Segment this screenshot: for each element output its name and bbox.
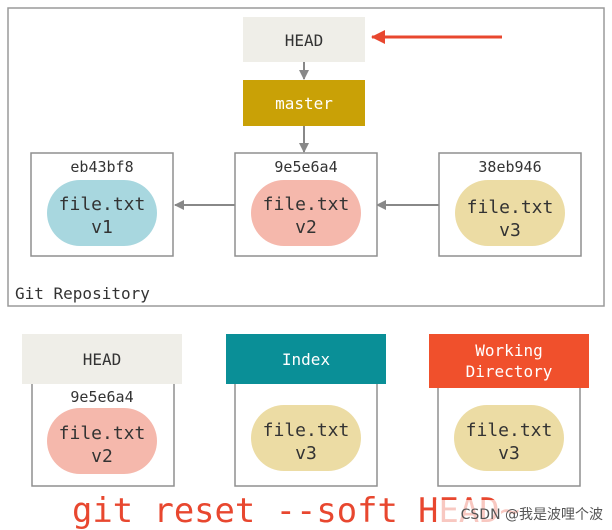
master-branch-label: master xyxy=(275,94,333,113)
working-tree-title-line1: Working xyxy=(475,341,542,360)
head-tree-header xyxy=(22,334,182,384)
index-tree-header xyxy=(226,334,386,384)
watermark-text: CSDN @我是波哩个波 xyxy=(461,507,603,523)
blob-filename: file.txt xyxy=(263,194,350,215)
commit-hash: 9e5e6a4 xyxy=(274,158,337,176)
blob-filename: file.txt xyxy=(59,194,146,215)
working-tree-blob xyxy=(454,405,564,471)
watermark-background xyxy=(436,500,610,526)
blob-v3 xyxy=(455,180,565,246)
head-tree-hash: 9e5e6a4 xyxy=(70,388,133,406)
working-tree-header xyxy=(429,334,589,388)
blob-version: v3 xyxy=(499,220,521,241)
blob-version: v2 xyxy=(295,217,317,238)
blob-version: v2 xyxy=(91,446,113,467)
blob-v2 xyxy=(251,180,361,246)
working-tree-title-line2: Directory xyxy=(466,362,553,381)
blob-filename: file.txt xyxy=(263,420,350,441)
head-tree: HEAD 9e5e6a4 file.txt v2 xyxy=(22,334,182,487)
commit-hash: eb43bf8 xyxy=(70,158,133,176)
commit-9e5e6a4: 9e5e6a4 file.txt v2 xyxy=(234,152,378,257)
index-tree-title: Index xyxy=(282,350,331,369)
blob-filename: file.txt xyxy=(466,420,553,441)
git-repository-frame xyxy=(7,7,605,307)
head-tree-blob xyxy=(47,408,157,474)
head-pointer-box xyxy=(243,17,365,62)
commit-hash: 38eb946 xyxy=(478,158,541,176)
index-tree-blob xyxy=(251,405,361,471)
head-pointer-label: HEAD xyxy=(285,31,324,50)
blob-version: v3 xyxy=(295,443,317,464)
git-repository-label: Git Repository xyxy=(15,284,150,303)
blob-v1 xyxy=(47,180,157,246)
head-tree-title: HEAD xyxy=(83,350,122,369)
blob-filename: file.txt xyxy=(467,197,554,218)
commit-eb43bf8: eb43bf8 file.txt v1 xyxy=(30,152,174,257)
working-directory-tree: Working Directory file.txt v3 xyxy=(429,334,589,487)
blob-version: v3 xyxy=(498,443,520,464)
blob-filename: file.txt xyxy=(59,423,146,444)
commit-38eb946: 38eb946 file.txt v3 xyxy=(438,152,582,257)
master-branch-box xyxy=(243,80,365,126)
blob-version: v1 xyxy=(91,217,113,238)
index-tree: Index file.txt v3 xyxy=(226,334,386,487)
